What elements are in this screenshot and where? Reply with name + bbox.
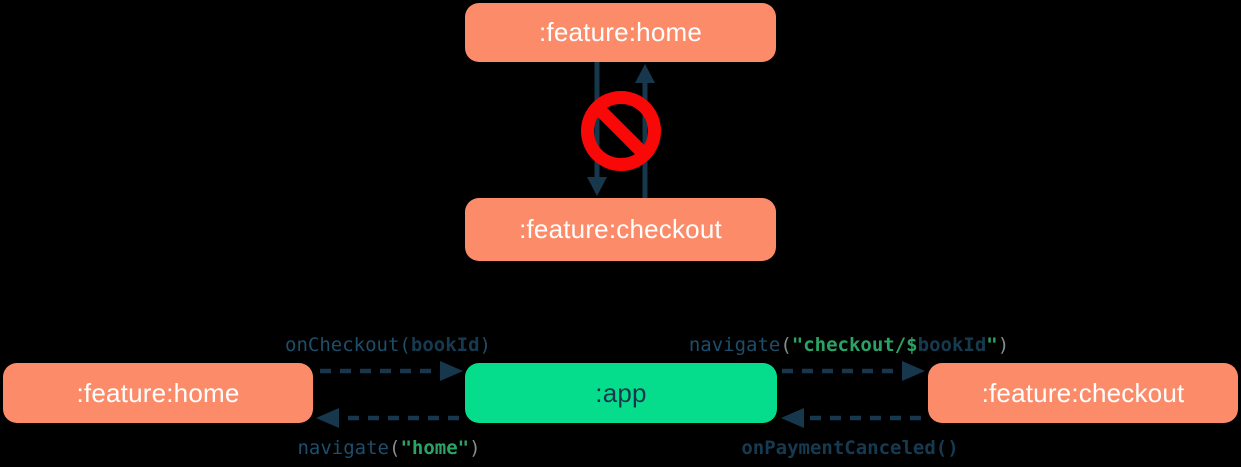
code-var: bookId: [917, 334, 987, 356]
code-string: ": [986, 334, 998, 356]
navigate-arrow-app-to-home: [316, 408, 459, 428]
node-label: :feature:home: [538, 17, 703, 47]
label-navigate-home: navigate("home"): [297, 436, 480, 460]
node-app: :app: [465, 363, 777, 423]
code-string: "checkout/$: [791, 334, 918, 356]
code-paren: ): [469, 437, 481, 459]
event-arrow-home-to-app: [320, 361, 463, 381]
node-feature-checkout-top: :feature:checkout: [465, 198, 776, 261]
code-paren: (: [388, 437, 401, 459]
code-paren: (: [780, 334, 792, 356]
code-paren: ): [997, 334, 1010, 356]
label-onpaymentcanceled: onPaymentCanceled(): [741, 436, 958, 460]
node-feature-home-top: :feature:home: [465, 3, 776, 62]
label-oncheckout-bookid: onCheckout(bookId): [285, 333, 491, 357]
node-label: :app: [595, 377, 647, 408]
node-feature-home-bottom: :feature:home: [3, 363, 313, 423]
navigate-arrow-app-to-checkout: [782, 361, 925, 381]
code-arg: bookId: [410, 334, 480, 356]
node-label: :feature:checkout: [519, 214, 722, 244]
node-feature-checkout-bottom: :feature:checkout: [928, 363, 1238, 423]
event-arrow-checkout-to-app: [781, 408, 921, 428]
node-label: :feature:home: [76, 377, 240, 408]
code-fn: navigate: [688, 334, 781, 356]
label-navigate-checkout: navigate("checkout/$bookId"): [689, 333, 1009, 357]
code-paren: ): [479, 334, 491, 356]
code-fn: navigate: [297, 437, 389, 459]
code-fn: onCheckout(: [285, 334, 411, 356]
no-entry-icon: [581, 91, 661, 171]
code-fn: onPaymentCanceled(): [741, 437, 959, 459]
dependency-arrow-home-to-checkout: [587, 62, 607, 196]
node-label: :feature:checkout: [981, 377, 1185, 408]
dependency-arrow-checkout-to-home: [635, 64, 655, 198]
code-string: "home": [400, 437, 470, 459]
